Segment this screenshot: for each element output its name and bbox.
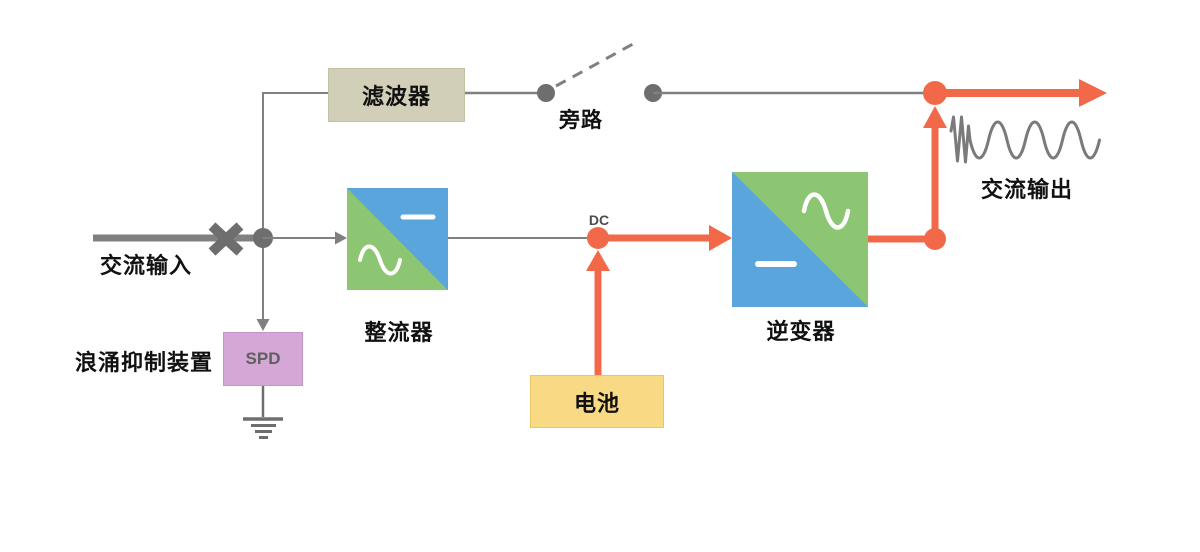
filter-label: 滤波器 [361,84,431,109]
dc-minus-icon [400,214,436,220]
filter-box: 滤波器 [328,68,465,122]
ground-icon [243,386,283,439]
rectifier-label: 整流器 [364,320,434,345]
ac-input-label: 交流输入 [99,253,193,278]
ac-output-label: 交流输出 [980,177,1074,202]
dc-minus-icon [755,261,797,267]
battery-label: 电池 [573,390,620,416]
inverter-label: 逆变器 [766,319,836,344]
dc-label: DC [588,212,610,228]
surge-protector-label: 浪涌抑制装置 [74,350,214,375]
rectifier-box [347,188,448,290]
bypass-switch-icon [537,42,662,102]
power-path [586,79,1107,375]
fault-x-icon [208,222,244,256]
spd-arrowhead [256,319,270,331]
spd-box: SPD [223,332,303,386]
battery-box: 电池 [530,375,664,428]
inverter-box [732,172,868,307]
ac-sine-icon [358,244,402,276]
spd-label: SPD [245,349,281,368]
ac-waveform-icon [949,115,1101,164]
filter-branch-line [262,92,328,238]
bypass-label: 旁路 [559,109,603,132]
dc-junction-dot [587,227,609,249]
ac-sine-icon [801,192,851,230]
rectifier-arrowhead [335,231,347,245]
